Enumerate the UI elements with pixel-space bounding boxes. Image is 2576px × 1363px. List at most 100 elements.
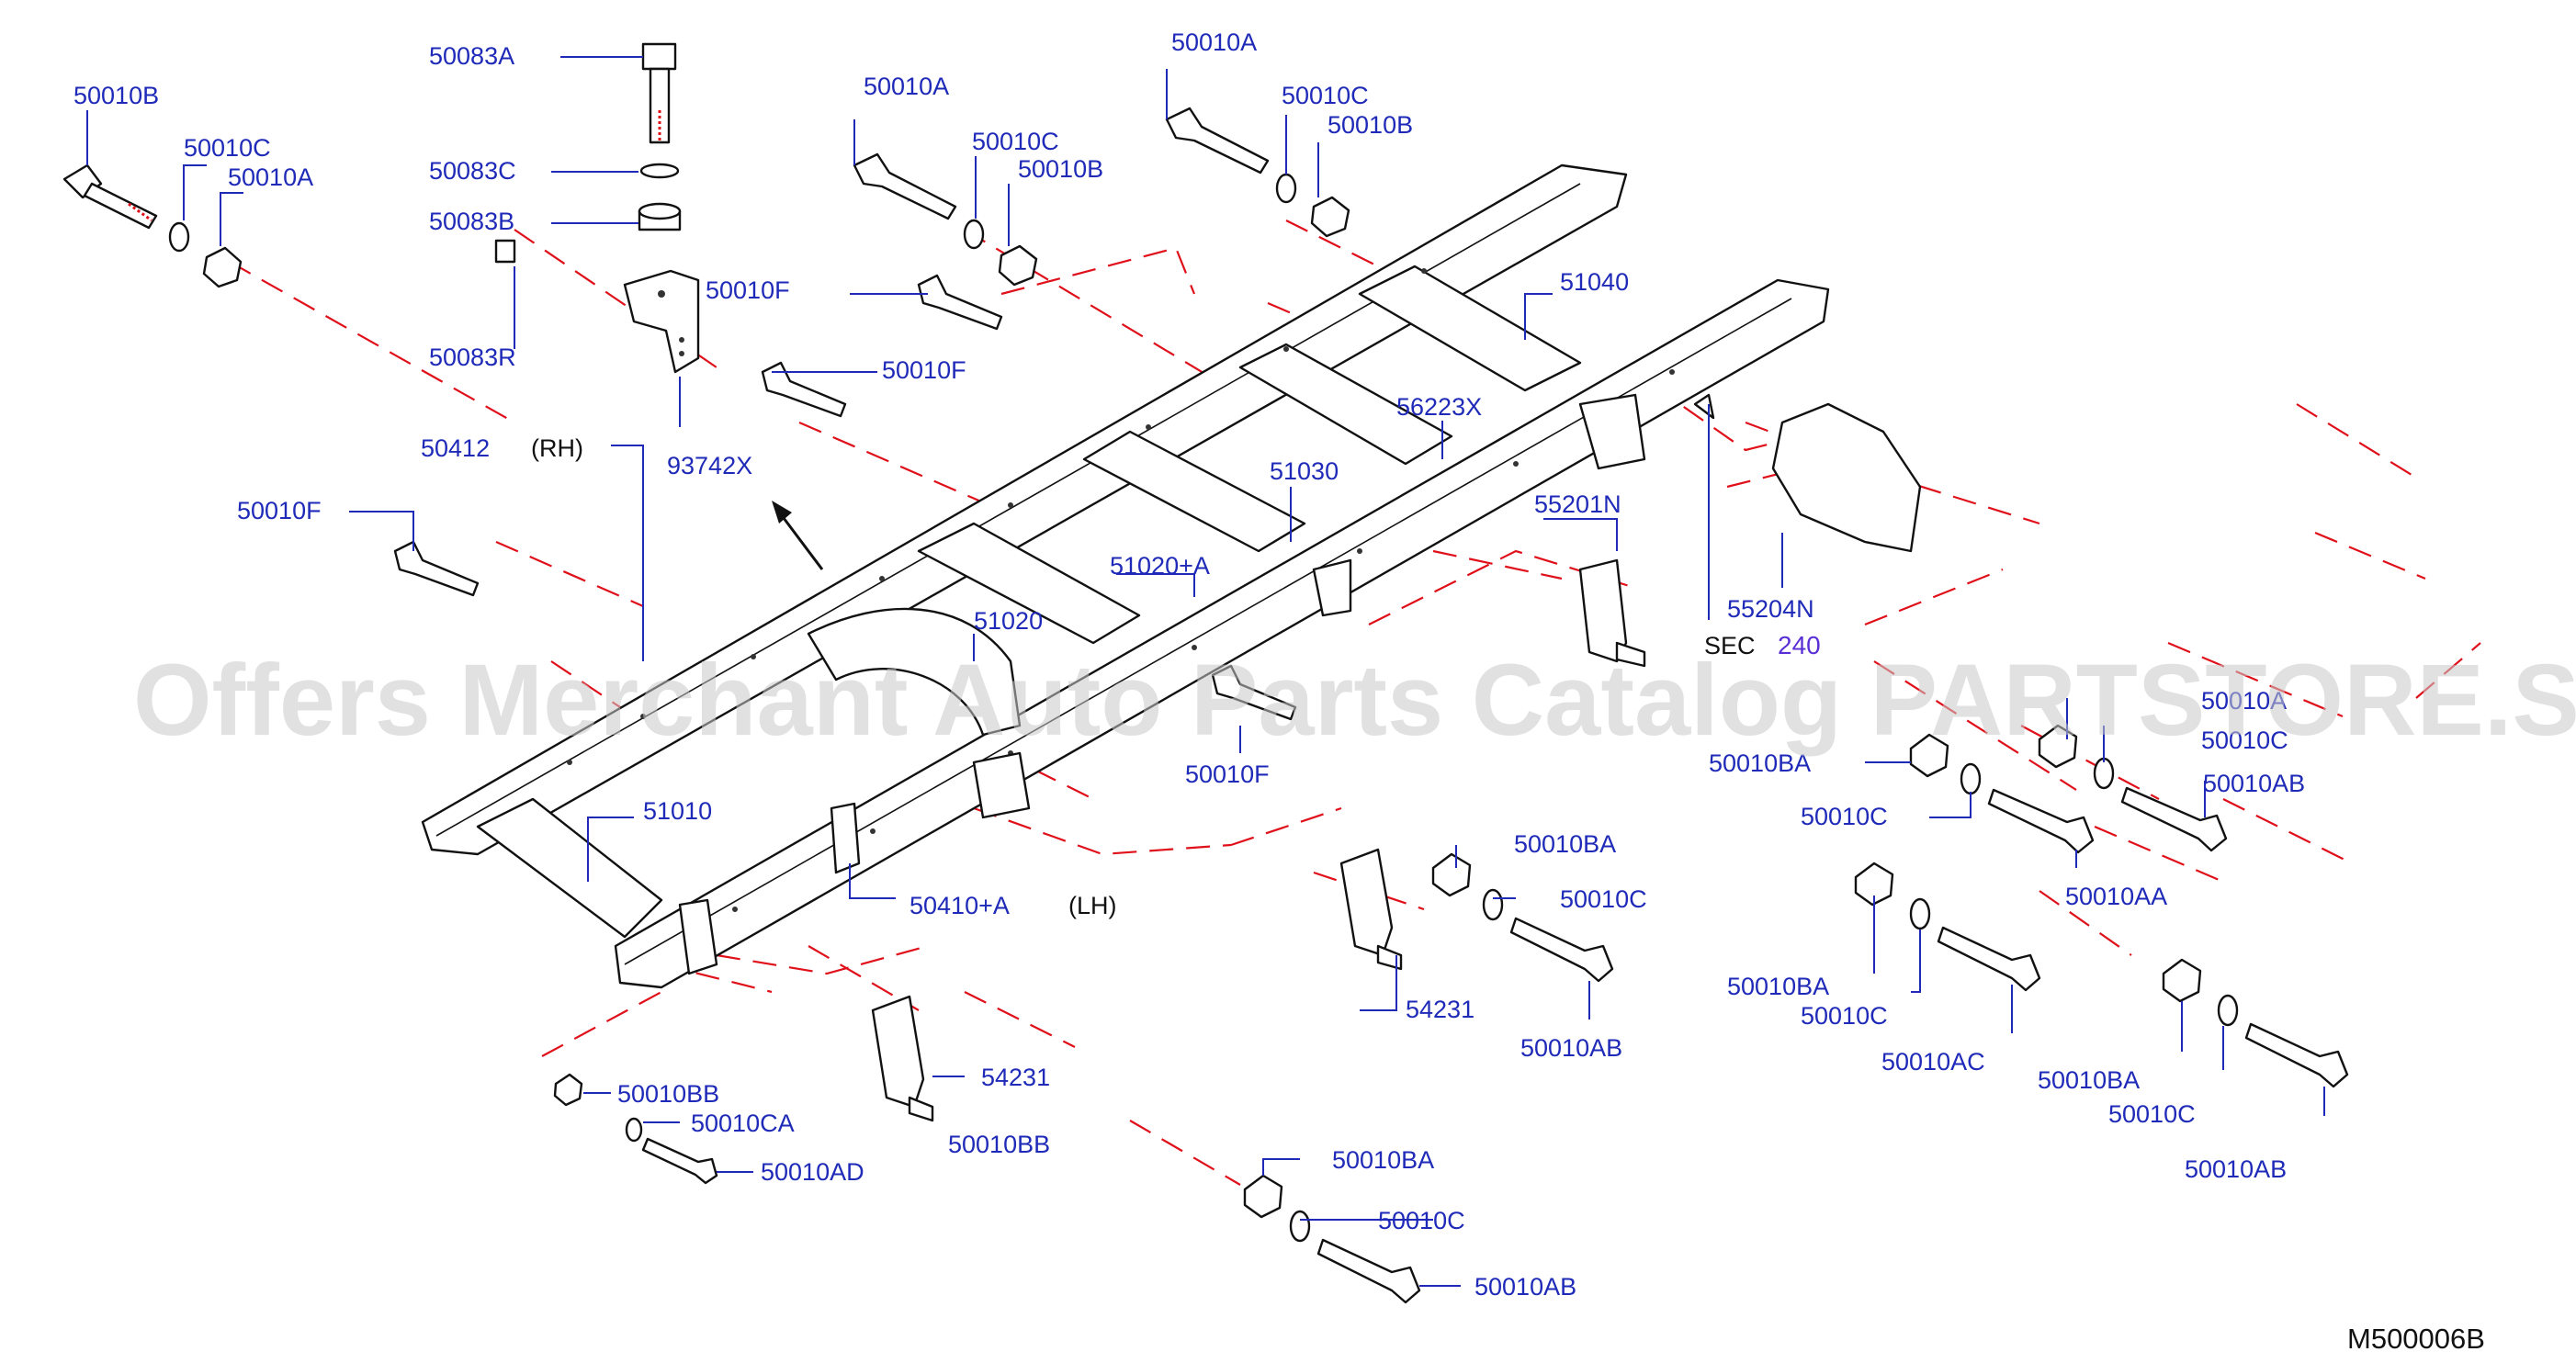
part-label[interactable]: 50010AA (2065, 883, 2167, 910)
part-label[interactable]: 55204N (1727, 595, 1814, 623)
part-label[interactable]: 55201N (1534, 490, 1621, 518)
part-label[interactable]: 93742X (667, 452, 752, 479)
part-label[interactable]: 50010BA (1727, 973, 1829, 1000)
part-label[interactable]: 50010F (1185, 760, 1270, 788)
washer-icon (1275, 173, 1297, 204)
part-label[interactable]: 50010F (237, 497, 322, 524)
side-label: (LH) (1068, 892, 1117, 919)
arrow-icon (779, 513, 824, 570)
bolt-icon (1165, 107, 1270, 175)
part-label[interactable]: 50010AB (1474, 1273, 1576, 1301)
shackle-54231 (1339, 848, 1394, 957)
part-label[interactable]: 50010C (2201, 727, 2288, 754)
washer-icon (1482, 888, 1504, 921)
diagram-code: M500006B (2347, 1323, 2485, 1355)
part-label[interactable]: 50083B (429, 208, 514, 235)
part-label[interactable]: 50010C (1560, 885, 1647, 913)
part-label[interactable]: 50010F (706, 276, 790, 304)
part-label[interactable]: 50010BB (617, 1080, 719, 1108)
washer-icon (2217, 994, 2239, 1027)
part-label[interactable]: 50010B (1328, 111, 1413, 139)
bolt-icon (761, 361, 847, 418)
bracket-55204n (1771, 402, 1922, 553)
bracket-93742x (623, 269, 700, 374)
part-label[interactable]: 50010F (882, 356, 966, 384)
bolt-icon (393, 540, 480, 597)
part-label[interactable]: 50010BA (1332, 1146, 1434, 1174)
side-label: (RH) (531, 434, 583, 462)
bolt-icon (62, 163, 158, 230)
washer-icon (625, 1117, 643, 1143)
nut-icon (2162, 958, 2202, 1003)
part-label[interactable]: 50412 (421, 434, 490, 462)
washer-icon (168, 221, 190, 253)
part-label[interactable]: 50010A (864, 73, 949, 100)
part-label[interactable]: 50010AB (2203, 770, 2305, 797)
nut-icon (202, 246, 243, 288)
part-label[interactable]: 50010A (2201, 687, 2287, 715)
sec-label: SEC (1704, 632, 1756, 659)
bolt-icon (1316, 1238, 1421, 1304)
part-label[interactable]: 50010C (1378, 1207, 1465, 1234)
bolt-icon (1987, 788, 2095, 854)
part-label[interactable]: 51020+A (1110, 552, 1210, 580)
part-label[interactable]: 50010AC (1881, 1048, 1985, 1076)
shackle-54231 (871, 995, 925, 1109)
part-label[interactable]: 50010AB (1520, 1034, 1622, 1062)
part-label[interactable]: 50410+A (910, 892, 1010, 919)
part-label[interactable]: 50010C (1801, 1002, 1888, 1030)
part-label[interactable]: 50010BB (948, 1131, 1050, 1158)
watermark: Offers Merchant Auto Parts Catalog PARTS… (133, 644, 2576, 757)
nut-icon (1243, 1174, 1283, 1219)
leader-lines (86, 56, 2325, 1287)
nut-icon (1909, 733, 1949, 778)
part-label[interactable]: 50010AB (2185, 1155, 2287, 1183)
nut-icon (553, 1073, 583, 1107)
part-label[interactable]: 50010BA (1709, 749, 1811, 777)
part-label[interactable]: 54231 (1406, 996, 1474, 1023)
part-label[interactable]: 50010C (2108, 1100, 2196, 1128)
part-label[interactable]: 50083A (429, 42, 514, 70)
bolt-icon (853, 152, 957, 220)
bolt-icon (2244, 1022, 2349, 1088)
part-label[interactable]: 50083R (429, 344, 516, 371)
part-label[interactable]: 50010A (1171, 28, 1257, 56)
bolt-icon (641, 1137, 718, 1185)
part-label[interactable]: 51020 (974, 607, 1043, 635)
part-label[interactable]: 56223X (1396, 393, 1482, 421)
part-label[interactable]: 54231 (981, 1064, 1050, 1091)
part-label[interactable]: 51010 (643, 797, 712, 825)
part-label[interactable]: 50010AD (761, 1158, 864, 1186)
part-label[interactable]: 50010BA (1514, 830, 1616, 858)
washer-icon (963, 219, 985, 250)
part-label[interactable]: 50010C (972, 128, 1059, 155)
part-labels: 50010B 50010C 50010A 50083A 50083C 50083… (73, 28, 2305, 1301)
bolt-icon (1937, 926, 2041, 992)
part-label[interactable]: 50083C (429, 157, 516, 185)
part-label[interactable]: 50010C (1282, 82, 1369, 109)
bolt-icon (1509, 917, 1614, 983)
part-label[interactable]: 50010BA (2038, 1066, 2140, 1094)
part-label[interactable]: 50010C (184, 134, 271, 162)
nut-icon (998, 244, 1038, 287)
bolt-icon (641, 42, 677, 144)
nut-icon (1310, 196, 1350, 238)
part-label[interactable]: 50010B (73, 82, 159, 109)
bolt-icon (917, 274, 1003, 331)
part-label[interactable]: 51040 (1560, 268, 1629, 296)
nut-icon (1854, 862, 1894, 907)
part-label[interactable]: 51030 (1270, 457, 1339, 485)
sec-ref-link[interactable]: 240 (1778, 631, 1821, 659)
bolt-icon (2120, 786, 2228, 852)
part-label[interactable]: 50010C (1801, 803, 1888, 830)
bolt-icon (1211, 664, 1297, 721)
assembly-lines (229, 220, 2481, 1186)
washer-icon (639, 163, 680, 179)
washer-icon (1909, 897, 1931, 930)
ladder-frame (421, 163, 1830, 989)
part-label[interactable]: 50010A (228, 163, 313, 191)
part-label[interactable]: 50010B (1018, 155, 1103, 183)
washer-icon (1960, 762, 1982, 795)
part-label[interactable]: 50010CA (691, 1110, 795, 1137)
